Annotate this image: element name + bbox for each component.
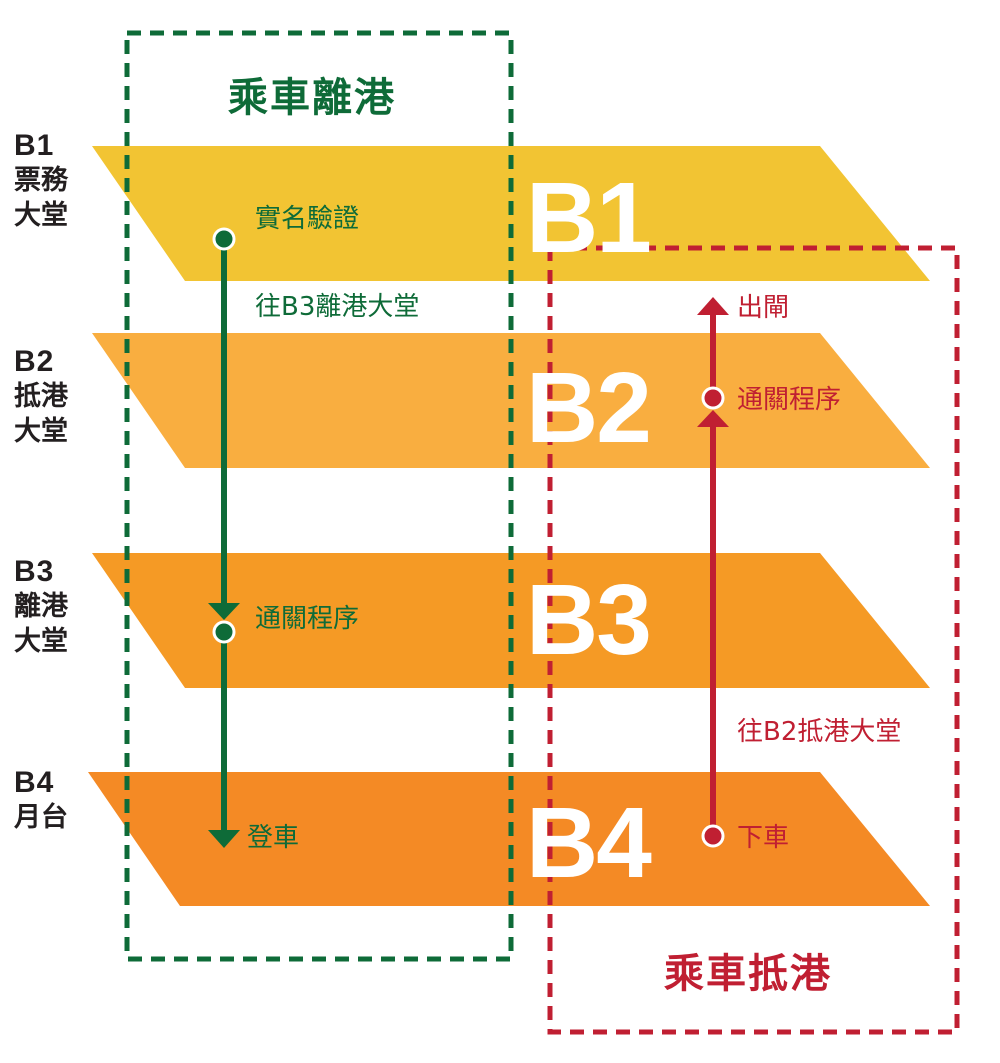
- side-label-name: 離港: [14, 591, 68, 622]
- floor-b2-code: B2: [526, 352, 652, 464]
- side-label-name: 月台: [14, 802, 68, 833]
- arrival-title: 乘車抵港: [664, 951, 832, 997]
- arrival-step-exit-gate: 出閘: [737, 293, 790, 323]
- side-label-code: B3: [14, 555, 55, 588]
- side-label-name: 大堂: [14, 626, 68, 657]
- departure-step-to-b3: 往B3離港大堂: [255, 292, 420, 322]
- arrow-down-icon: [208, 603, 240, 620]
- floor-b4-code: B4: [526, 787, 652, 899]
- departure-step-realname: 實名驗證: [255, 204, 360, 234]
- arrow-down-icon: [208, 830, 240, 848]
- floor-b4-slab: [88, 772, 930, 906]
- arrow-up-icon: [697, 410, 729, 427]
- side-label-code: B4: [14, 766, 55, 799]
- side-label-name: 大堂: [14, 416, 68, 447]
- arrow-up-icon: [697, 297, 729, 315]
- arrival-step-to-b2: 往B2抵港大堂: [737, 717, 902, 747]
- side-label-name: 大堂: [14, 200, 68, 231]
- departure-step-customs: 通關程序: [255, 604, 360, 634]
- side-label-code: B1: [14, 129, 55, 162]
- arrival-zone-box: [547, 245, 960, 1035]
- side-label-b3: B3 離港 大堂: [14, 554, 68, 659]
- departure-node-realname: [212, 227, 236, 251]
- arrival-node-alight: [701, 824, 725, 848]
- side-label-code: B2: [14, 345, 55, 378]
- departure-step-board: 登車: [247, 823, 300, 853]
- departure-title: 乘車離港: [228, 75, 396, 121]
- side-label-name: 票務: [14, 165, 68, 196]
- arrival-step-alight: 下車: [737, 823, 790, 853]
- floor-b3-code: B3: [526, 564, 652, 676]
- arrival-step-customs: 通關程序: [737, 385, 842, 415]
- side-label-b1: B1 票務 大堂: [14, 128, 68, 233]
- floor-b1-code: B1: [526, 162, 652, 274]
- arrival-node-customs: [701, 386, 725, 410]
- departure-zone-box: [124, 30, 514, 962]
- side-label-name: 抵港: [14, 381, 68, 412]
- floor-b2-slab: [92, 333, 930, 468]
- side-label-b2: B2 抵港 大堂: [14, 344, 68, 449]
- side-label-b4: B4 月台: [14, 765, 68, 835]
- departure-node-customs: [212, 620, 236, 644]
